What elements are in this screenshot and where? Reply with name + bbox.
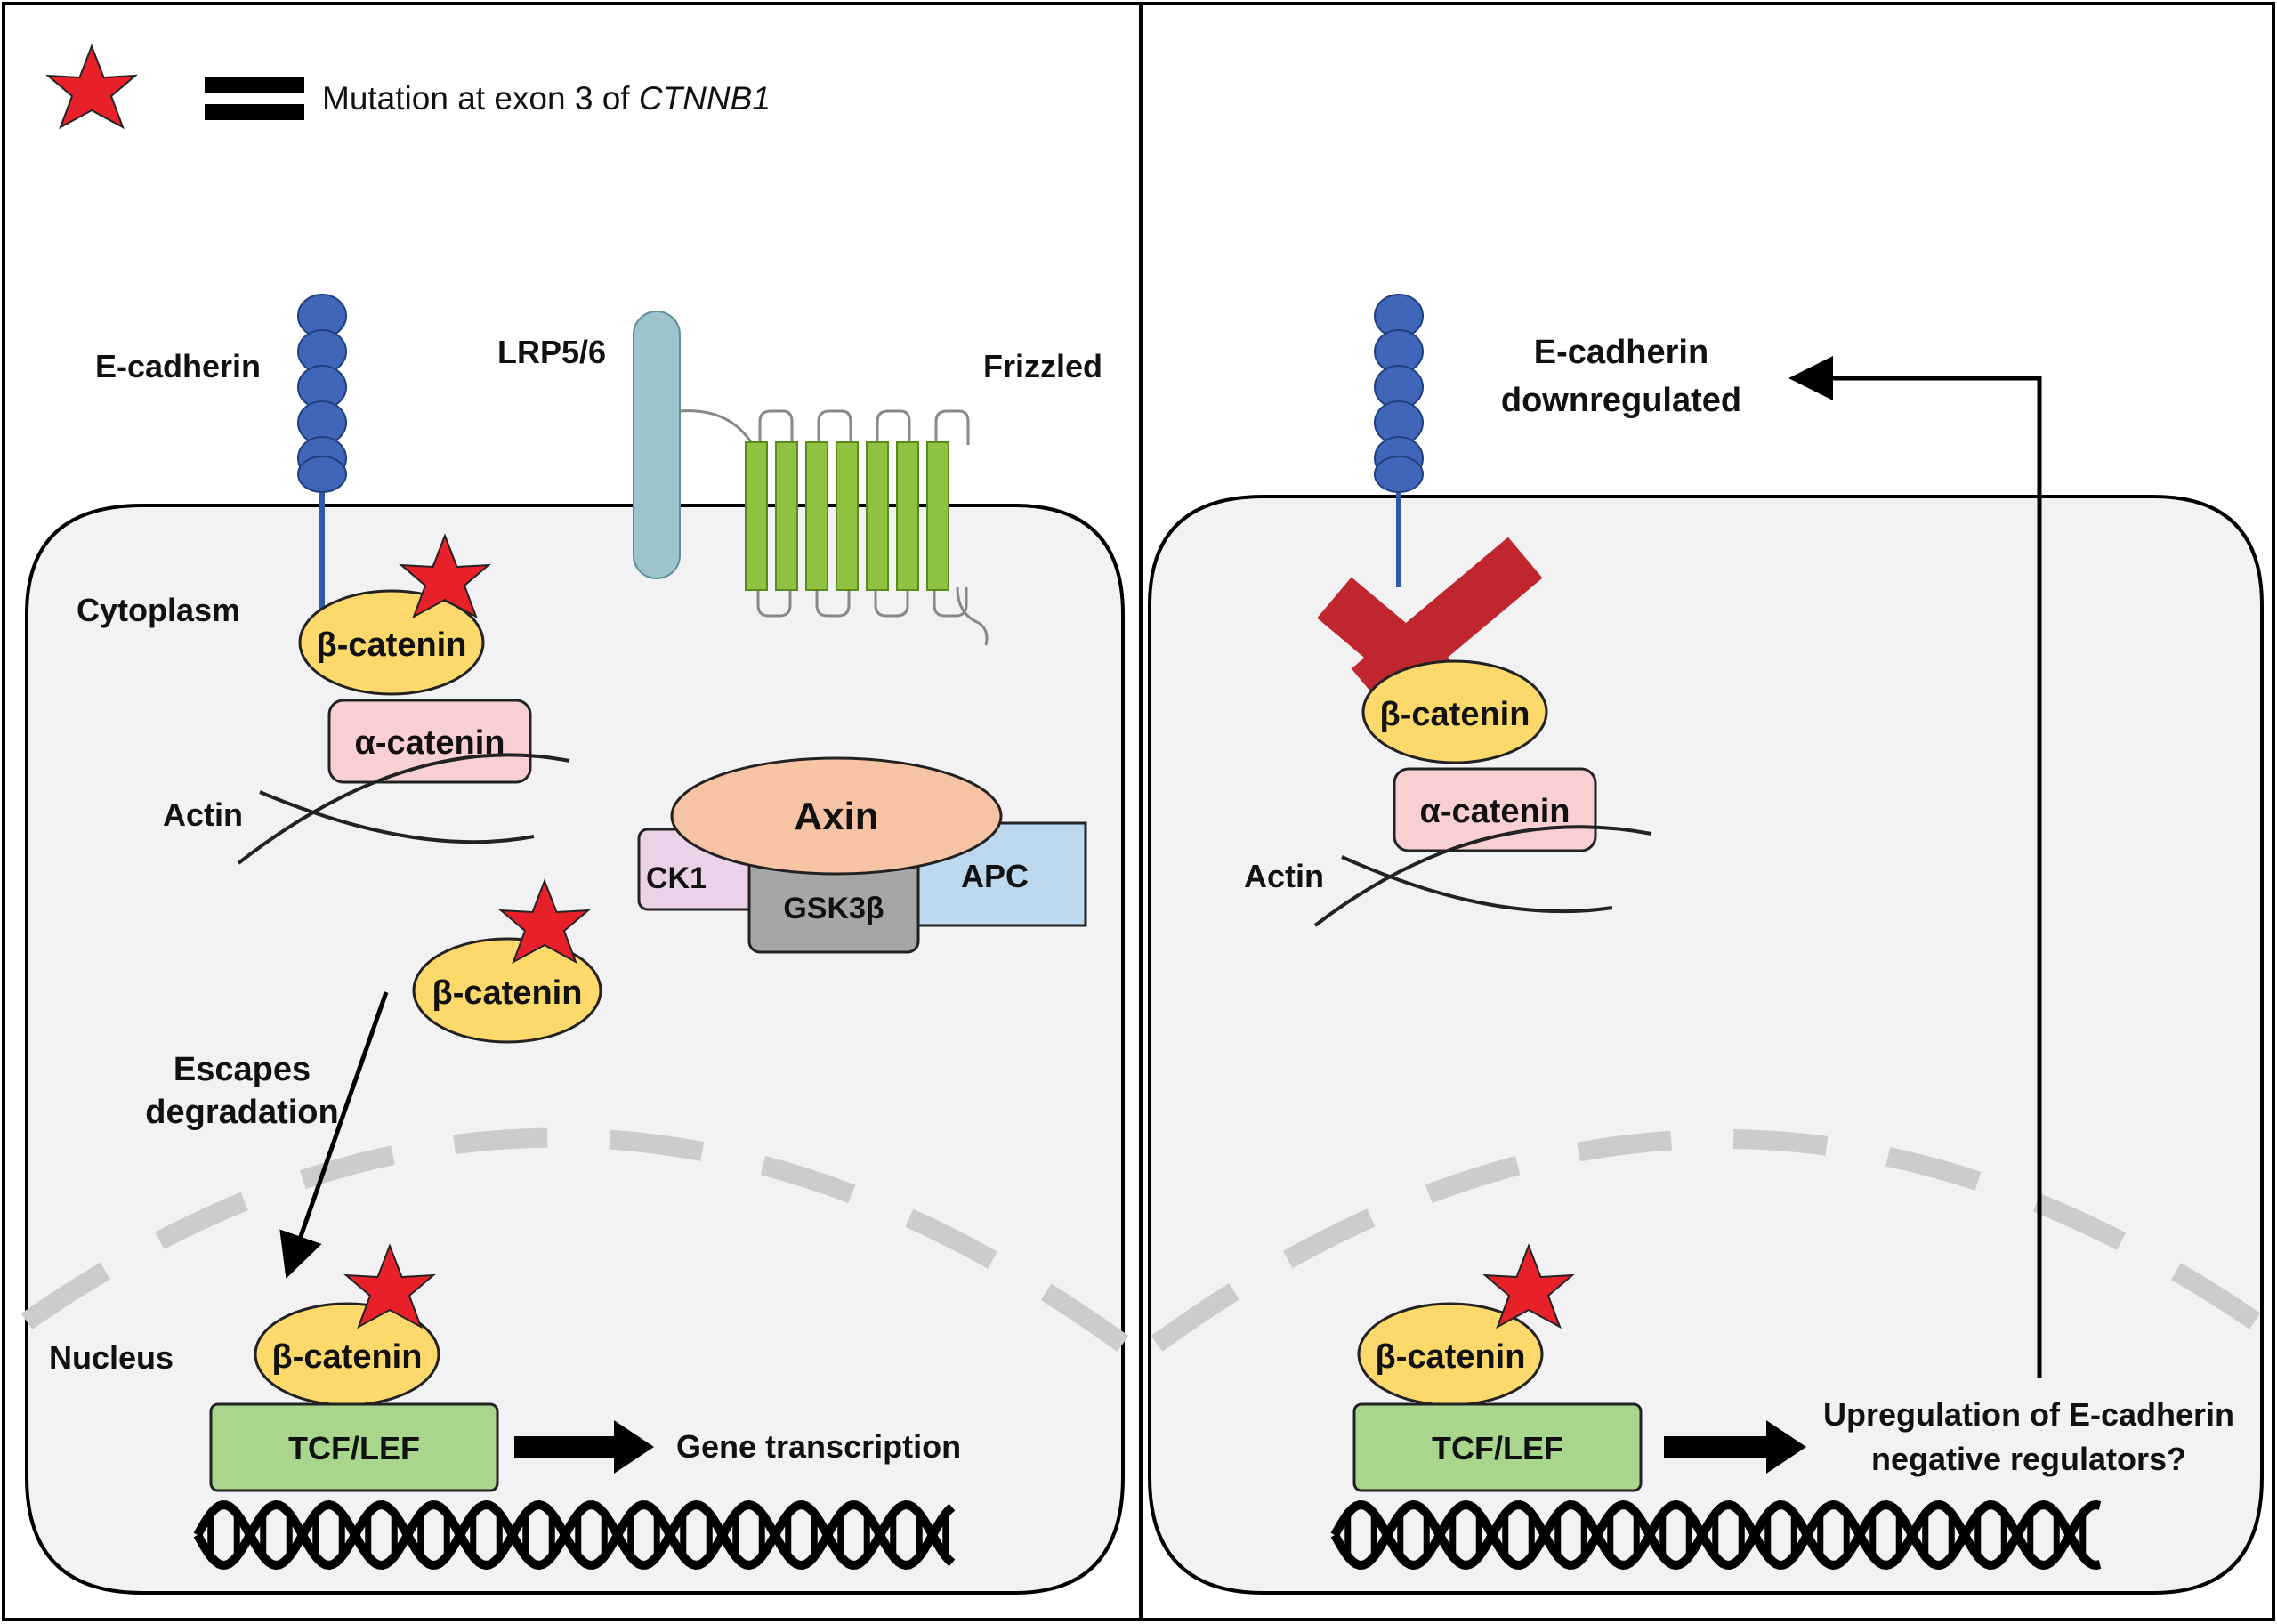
mutation-star-icon bbox=[399, 533, 491, 619]
alpha-catenin-right-label: α-catenin bbox=[1419, 793, 1570, 830]
dna-helix-icon bbox=[1330, 1499, 2102, 1571]
beta-catenin-membrane-right-label: β-catenin bbox=[1380, 696, 1530, 733]
dna-helix-icon bbox=[193, 1499, 956, 1571]
ecadherin-beads-right bbox=[1374, 294, 1424, 493]
right-panel-frame bbox=[1139, 2, 2275, 1621]
beta-catenin-nuclear-label: β-catenin bbox=[272, 1338, 423, 1376]
alpha-catenin-box bbox=[327, 699, 532, 784]
beta-catenin-membrane-label: β-catenin bbox=[317, 626, 467, 664]
mutation-star-icon bbox=[343, 1243, 436, 1329]
beta-catenin-membrane-right bbox=[1361, 659, 1548, 764]
dna-strand bbox=[1330, 1499, 2102, 1571]
legend-text-prefix: Mutation at exon 3 of bbox=[322, 80, 639, 117]
ecad-downregulated-line1: E-cadherin bbox=[1534, 334, 1708, 371]
feedback-arrow bbox=[1788, 356, 2042, 1378]
frizzled-receptor bbox=[745, 409, 989, 646]
nucleus-label: Nucleus bbox=[49, 1339, 174, 1376]
exon-bars-icon bbox=[205, 77, 304, 120]
frizzled-label: Frizzled bbox=[983, 348, 1102, 384]
dna-strand bbox=[193, 1499, 956, 1571]
mutation-star-icon bbox=[498, 878, 591, 965]
ecadherin-beads bbox=[297, 294, 347, 493]
beta-catenin-membrane bbox=[298, 589, 485, 696]
lrp-label: LRP5/6 bbox=[497, 334, 606, 370]
escape-arrow bbox=[279, 991, 389, 1279]
upregulation-line1: Upregulation of E-cadherin bbox=[1823, 1396, 2234, 1433]
tcf-lef-box-right bbox=[1352, 1402, 1643, 1492]
escapes-label-line1: Escapes bbox=[174, 1051, 311, 1088]
actin-label: Actin bbox=[163, 796, 243, 833]
right-nuclear-envelope bbox=[1151, 1129, 2268, 1352]
actin-filament-right bbox=[1313, 825, 1652, 927]
lrp-frizzled-link bbox=[679, 409, 755, 446]
legend-text: Mutation at exon 3 of CTNNB1 bbox=[322, 80, 771, 117]
dna-strand bbox=[1330, 1499, 2102, 1571]
transcription-arrow bbox=[514, 1420, 654, 1474]
beta-catenin-nuclear-right-label: β-catenin bbox=[1376, 1338, 1526, 1376]
upregulation-line2: negative regulators? bbox=[1871, 1441, 2186, 1477]
cytoplasm-label: Cytoplasm bbox=[77, 592, 240, 628]
upregulation-arrow bbox=[1664, 1420, 1806, 1474]
legend-gene-name: CTNNB1 bbox=[639, 80, 771, 117]
tcf-lef-label: TCF/LEF bbox=[288, 1430, 420, 1466]
ck1-label: CK1 bbox=[646, 861, 707, 895]
actin-filament bbox=[237, 753, 570, 865]
beta-catenin-free bbox=[412, 937, 602, 1044]
axin-label: Axin bbox=[794, 795, 878, 838]
mutation-star-icon bbox=[1482, 1243, 1575, 1329]
left-nuclear-envelope bbox=[20, 1127, 1129, 1352]
gsk3b-label: GSK3β bbox=[783, 892, 884, 925]
tcf-lef-box bbox=[209, 1402, 499, 1492]
ecad-downregulated-line2: downregulated bbox=[1501, 382, 1741, 419]
lrp-receptor bbox=[633, 311, 681, 579]
apc-label: APC bbox=[961, 858, 1029, 894]
actin-right-label: Actin bbox=[1244, 858, 1324, 894]
tcf-lef-right-label: TCF/LEF bbox=[1432, 1430, 1563, 1466]
gene-transcription-label: Gene transcription bbox=[676, 1428, 961, 1465]
mutation-star-icon bbox=[45, 44, 138, 130]
beta-catenin-free-label: β-catenin bbox=[432, 974, 583, 1012]
ecadherin-label: E-cadherin bbox=[95, 348, 261, 384]
axin-oval bbox=[670, 756, 1003, 876]
escapes-label-line2: degradation bbox=[145, 1094, 338, 1131]
